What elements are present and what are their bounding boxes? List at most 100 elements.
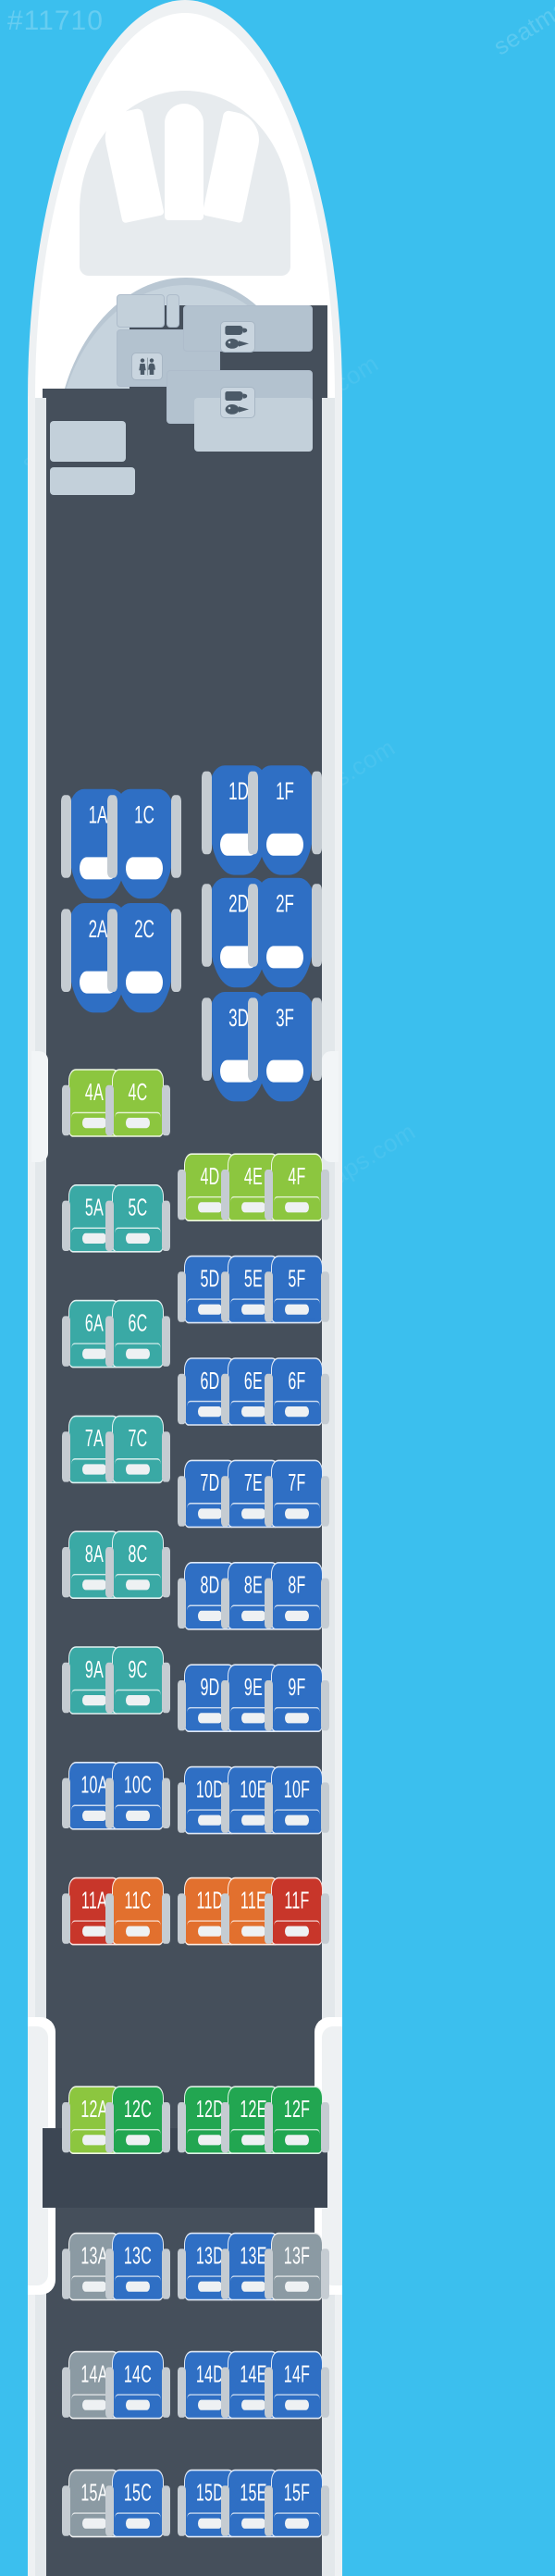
seat-10C[interactable]: 10C bbox=[105, 1762, 170, 1830]
seat-label: 15D bbox=[195, 2481, 225, 2507]
armrest-left bbox=[178, 1893, 186, 1944]
armrest-left bbox=[202, 884, 212, 967]
seat-7F[interactable]: 7F bbox=[265, 1459, 329, 1529]
armrest-left bbox=[178, 2248, 186, 2299]
seat-label: 6C bbox=[128, 1311, 148, 1337]
seat-label: 13A bbox=[80, 2244, 108, 2270]
armrest-right bbox=[321, 1373, 329, 1425]
seat-2C[interactable]: 2C bbox=[107, 903, 181, 1013]
seat-8C[interactable]: 8C bbox=[105, 1530, 170, 1599]
seat-8F[interactable]: 8F bbox=[265, 1562, 329, 1630]
seat-label: 9A bbox=[84, 1658, 105, 1684]
armrest-left bbox=[221, 1680, 229, 1731]
armrest-left bbox=[221, 2248, 229, 2299]
seat-cushion bbox=[115, 1689, 161, 1710]
armrest-left bbox=[61, 795, 71, 878]
seat-label: 7F bbox=[288, 1471, 306, 1497]
seat-label: 10A bbox=[80, 1773, 108, 1799]
seat-9C[interactable]: 9C bbox=[105, 1646, 170, 1715]
seat-3F[interactable]: 3F bbox=[248, 992, 322, 1102]
armrest-left bbox=[62, 2367, 70, 2418]
armrest-left bbox=[105, 2367, 114, 2418]
seat-1F[interactable]: 1F bbox=[248, 765, 322, 875]
seat-15F[interactable]: 15F bbox=[265, 2469, 329, 2538]
armrest-left bbox=[107, 909, 117, 992]
seat-11F[interactable]: 11F bbox=[265, 1876, 329, 1946]
seat-5F[interactable]: 5F bbox=[265, 1255, 329, 1324]
seat-14C[interactable]: 14C bbox=[105, 2350, 170, 2420]
armrest-left bbox=[178, 2367, 186, 2418]
armrest-left bbox=[221, 1893, 229, 1944]
seat-6F[interactable]: 6F bbox=[265, 1357, 329, 1426]
seat-label: 2F bbox=[276, 889, 294, 918]
seat-4F[interactable]: 4F bbox=[265, 1153, 329, 1221]
seat-label: 13D bbox=[195, 2244, 225, 2270]
seat-cushion bbox=[115, 1227, 161, 1248]
armrest-left bbox=[178, 1170, 186, 1220]
seat-1C[interactable]: 1C bbox=[107, 788, 181, 899]
seat-4C[interactable]: 4C bbox=[105, 1069, 170, 1137]
armrest-right bbox=[321, 1476, 329, 1527]
seat-5C[interactable]: 5C bbox=[105, 1184, 170, 1253]
seat-10F[interactable]: 10F bbox=[265, 1765, 329, 1835]
armrest-right bbox=[321, 1782, 329, 1833]
seat-label: 14A bbox=[80, 2362, 108, 2388]
armrest-left bbox=[265, 2485, 273, 2536]
seat-label: 6F bbox=[288, 1369, 306, 1395]
seat-label: 4E bbox=[243, 1165, 264, 1191]
seat-cushion bbox=[115, 2128, 161, 2150]
seat-label: 14F bbox=[283, 2362, 311, 2388]
seat-6C[interactable]: 6C bbox=[105, 1299, 170, 1368]
seat-2F[interactable]: 2F bbox=[248, 877, 322, 988]
seat-13C[interactable]: 13C bbox=[105, 2232, 170, 2301]
seat-cushion bbox=[274, 1920, 320, 1941]
seat-cushion bbox=[115, 1111, 161, 1133]
armrest-right bbox=[321, 2102, 329, 2153]
armrest-right bbox=[162, 1893, 170, 1944]
seat-label: 9C bbox=[128, 1658, 148, 1684]
seat-12F[interactable]: 12F bbox=[265, 2086, 329, 2154]
seat-label: 15A bbox=[80, 2481, 108, 2507]
seat-label: 15C bbox=[123, 2481, 153, 2507]
seat-cushion bbox=[126, 857, 163, 880]
seat-cushion bbox=[115, 2394, 161, 2415]
armrest-right bbox=[162, 2248, 170, 2299]
seat-label: 11A bbox=[80, 1889, 108, 1914]
seat-label: 8D bbox=[200, 1573, 220, 1599]
seat-15C[interactable]: 15C bbox=[105, 2469, 170, 2538]
seat-14F[interactable]: 14F bbox=[265, 2350, 329, 2420]
armrest-left bbox=[178, 1476, 186, 1527]
seat-label: 15E bbox=[240, 2481, 267, 2507]
armrest-left bbox=[221, 2485, 229, 2536]
seat-13F[interactable]: 13F bbox=[265, 2232, 329, 2301]
seat-label: 2C bbox=[134, 914, 154, 944]
seat-label: 6A bbox=[84, 1311, 105, 1337]
armrest-left bbox=[62, 1662, 70, 1714]
seat-cushion bbox=[126, 971, 163, 994]
armrest-left bbox=[178, 1782, 186, 1833]
armrest-right bbox=[162, 1662, 170, 1714]
armrest-left bbox=[202, 771, 212, 855]
armrest-left bbox=[221, 2102, 229, 2153]
seat-cushion bbox=[115, 1804, 161, 1826]
overhead-panel-left-2 bbox=[50, 467, 135, 495]
seat-9F[interactable]: 9F bbox=[265, 1664, 329, 1732]
armrest-left bbox=[62, 2102, 70, 2153]
armrest-left bbox=[105, 1547, 114, 1598]
seat-label: 7C bbox=[128, 1427, 148, 1453]
armrest-left bbox=[107, 795, 117, 878]
armrest-right bbox=[162, 2485, 170, 2536]
armrest-right bbox=[162, 1200, 170, 1251]
seat-7C[interactable]: 7C bbox=[105, 1415, 170, 1484]
seat-cushion bbox=[274, 1706, 320, 1728]
seat-label: 13C bbox=[123, 2244, 153, 2270]
armrest-left bbox=[178, 1373, 186, 1425]
armrest-left bbox=[178, 1578, 186, 1629]
seat-label: 7A bbox=[84, 1427, 105, 1453]
seat-label: 14E bbox=[240, 2362, 267, 2388]
forward-closet-left bbox=[117, 294, 165, 328]
galley-icon bbox=[220, 387, 255, 418]
seat-12C[interactable]: 12C bbox=[105, 2086, 170, 2154]
galley-icon bbox=[220, 321, 255, 353]
seat-11C[interactable]: 11C bbox=[105, 1876, 170, 1946]
